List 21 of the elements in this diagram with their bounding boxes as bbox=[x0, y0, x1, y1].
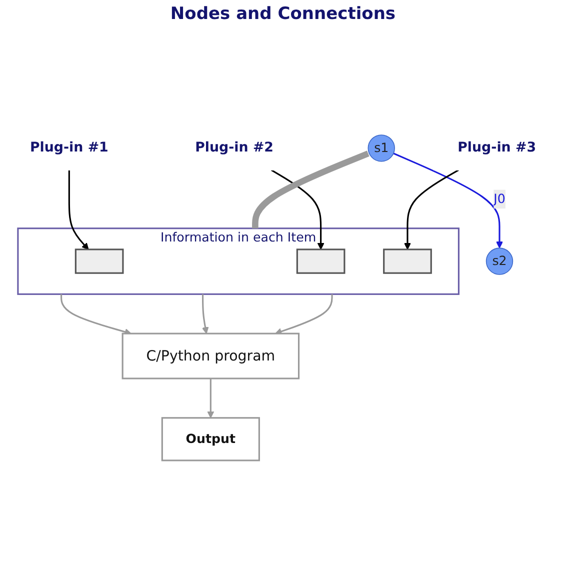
node-circle: s2 bbox=[486, 247, 514, 274]
cluster: Information in each Item bbox=[17, 227, 460, 295]
node-box: Output bbox=[161, 416, 260, 461]
arrow bbox=[60, 294, 132, 335]
node-circle: s1 bbox=[368, 134, 395, 162]
node-box bbox=[383, 248, 432, 274]
heading-text: Nodes and Connections bbox=[170, 4, 396, 24]
arrow bbox=[393, 152, 503, 248]
arrow bbox=[68, 170, 89, 250]
arrow bbox=[275, 294, 333, 334]
arrow bbox=[202, 294, 209, 334]
node-box bbox=[296, 248, 346, 274]
node-text: Plug-in #1 bbox=[30, 139, 108, 156]
node-box bbox=[74, 248, 124, 274]
arrow bbox=[270, 168, 324, 250]
node-text: Plug-in #2 bbox=[195, 139, 274, 156]
connector bbox=[252, 150, 370, 228]
arrow bbox=[207, 378, 214, 418]
node-text: Plug-in #3 bbox=[458, 139, 536, 156]
node-box: C/Python program bbox=[122, 332, 300, 379]
arrow bbox=[404, 168, 459, 250]
